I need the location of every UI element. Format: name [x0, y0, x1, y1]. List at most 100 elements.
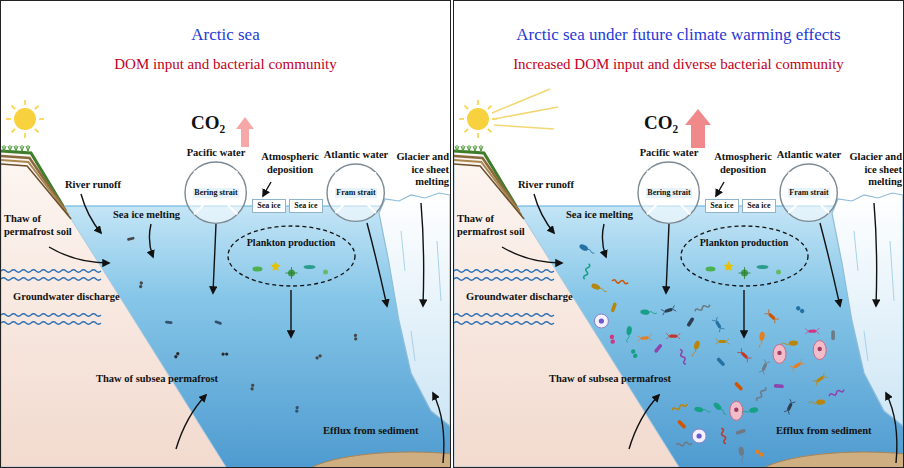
flagellum: [741, 455, 744, 463]
pili: [805, 328, 819, 334]
co2-arrow: [236, 117, 254, 147]
coccus: [315, 356, 320, 361]
groundwater-wave: [454, 314, 554, 317]
diatom: [252, 267, 262, 272]
coccus: [295, 406, 299, 410]
source-label: River runoff: [518, 179, 590, 192]
bacterium: [625, 326, 633, 343]
sun-ray: [35, 129, 39, 133]
source-label: Efflux from sediment: [323, 425, 443, 438]
bacterium: [690, 340, 700, 357]
source-label: Sea ice melting: [113, 209, 203, 222]
bacterium: [612, 280, 628, 284]
rod-bacterium: [761, 363, 767, 372]
rod-bacterium: [214, 320, 222, 325]
panel-frame: Arctic seaDOM input and bacterial commun…: [0, 0, 451, 468]
bacterium: [784, 399, 796, 414]
pili: [712, 317, 724, 332]
sun-ray: [12, 129, 16, 133]
sun-ray: [24, 100, 26, 105]
bacterium: [676, 442, 692, 447]
permafrost-soil-layer: [454, 164, 524, 219]
strait-heading: Atlantic water: [777, 148, 841, 161]
source-label: River runoff: [65, 179, 137, 192]
rod-bacterium: [787, 403, 793, 412]
source-label: Glacier and ice sheet melting: [393, 151, 449, 189]
flagellum: [703, 409, 711, 412]
rod-bacterium: [768, 313, 776, 321]
pili: [661, 305, 676, 315]
strait-cross: [789, 173, 830, 214]
pili: [765, 309, 779, 323]
rod-bacterium: [127, 237, 135, 241]
bacterium: [637, 335, 651, 342]
label-slot: Efflux from sediment: [323, 425, 443, 438]
phytoplankton-spines: [738, 267, 750, 279]
panel-subtitle: DOM input and bacterial community: [1, 53, 450, 75]
large-cell: [813, 341, 826, 360]
groundwater-wave: [454, 278, 554, 281]
groundwater-wave: [1, 278, 101, 281]
source-label: Groundwater discharge: [13, 291, 143, 304]
coccus: [139, 285, 143, 289]
bacterium: [579, 243, 596, 255]
sea-ice-box: Sea ice: [742, 199, 775, 213]
bacterium: [720, 428, 727, 444]
glacier-crevasse: [411, 331, 415, 361]
label-slot: Thaw of subsea permafrost: [96, 373, 246, 386]
flow-arrow: [433, 393, 444, 463]
cell-body: [594, 314, 608, 328]
glacier: [379, 193, 450, 426]
panel-heading: Arctic seaDOM input and bacterial commun…: [1, 23, 450, 75]
coccus: [139, 281, 143, 285]
rod-bacterium: [740, 351, 748, 359]
panel-frame: Arctic sea under future climate warming …: [453, 0, 904, 468]
bacterium: [790, 359, 805, 371]
flagellate-body: [759, 331, 766, 341]
rod-bacterium: [165, 321, 173, 324]
bacterium: [734, 381, 744, 391]
flow-arrow: [213, 224, 216, 293]
bacterium: [609, 334, 615, 344]
bacterium: [759, 359, 770, 374]
permafrost-soil-layer: [454, 160, 522, 215]
flow-arrow: [886, 393, 897, 463]
plankton-label: Plankton production: [700, 237, 788, 249]
flagellum: [649, 311, 657, 314]
coccus: [799, 308, 805, 314]
bacterium: [654, 343, 663, 353]
bacterium: [716, 357, 725, 367]
strait-circle: Atlantic waterFram strait: [322, 148, 391, 224]
spiral-bacterium: [829, 388, 845, 397]
flagellate-body: [749, 407, 759, 414]
source-label: Atmospheric deposition: [713, 151, 773, 176]
sun-ray: [477, 100, 479, 105]
flagellum: [720, 408, 727, 415]
label-slot: Glacier and ice sheet melting: [393, 151, 449, 189]
sediment: [301, 452, 450, 467]
bacterium: [754, 449, 764, 458]
label-slot: Efflux from sediment: [776, 425, 896, 438]
coccus: [221, 352, 224, 355]
bacterium: [756, 386, 767, 401]
strait-circle-shape: [638, 162, 699, 223]
strait-circle-shape: [185, 162, 246, 223]
rod-bacterium: [718, 340, 726, 343]
sea-ice-label: Sea ice: [747, 201, 770, 211]
flow-arrow: [176, 395, 206, 449]
strait-cross: [647, 171, 690, 214]
bacterium: [591, 283, 608, 294]
coccus: [354, 337, 358, 341]
bacterium: [295, 406, 299, 413]
sun-ray: [488, 129, 492, 133]
flow-arrow: [602, 224, 606, 257]
glacier-crevasse: [401, 231, 405, 271]
flagellum: [781, 343, 789, 346]
strait-circle: Atlantic waterFram strait: [775, 148, 844, 224]
plankton-star: [723, 261, 733, 271]
groundwater-wave: [1, 314, 101, 317]
bacterium: [694, 303, 710, 312]
flow-arrow: [421, 203, 424, 306]
bacterium: [774, 384, 784, 388]
